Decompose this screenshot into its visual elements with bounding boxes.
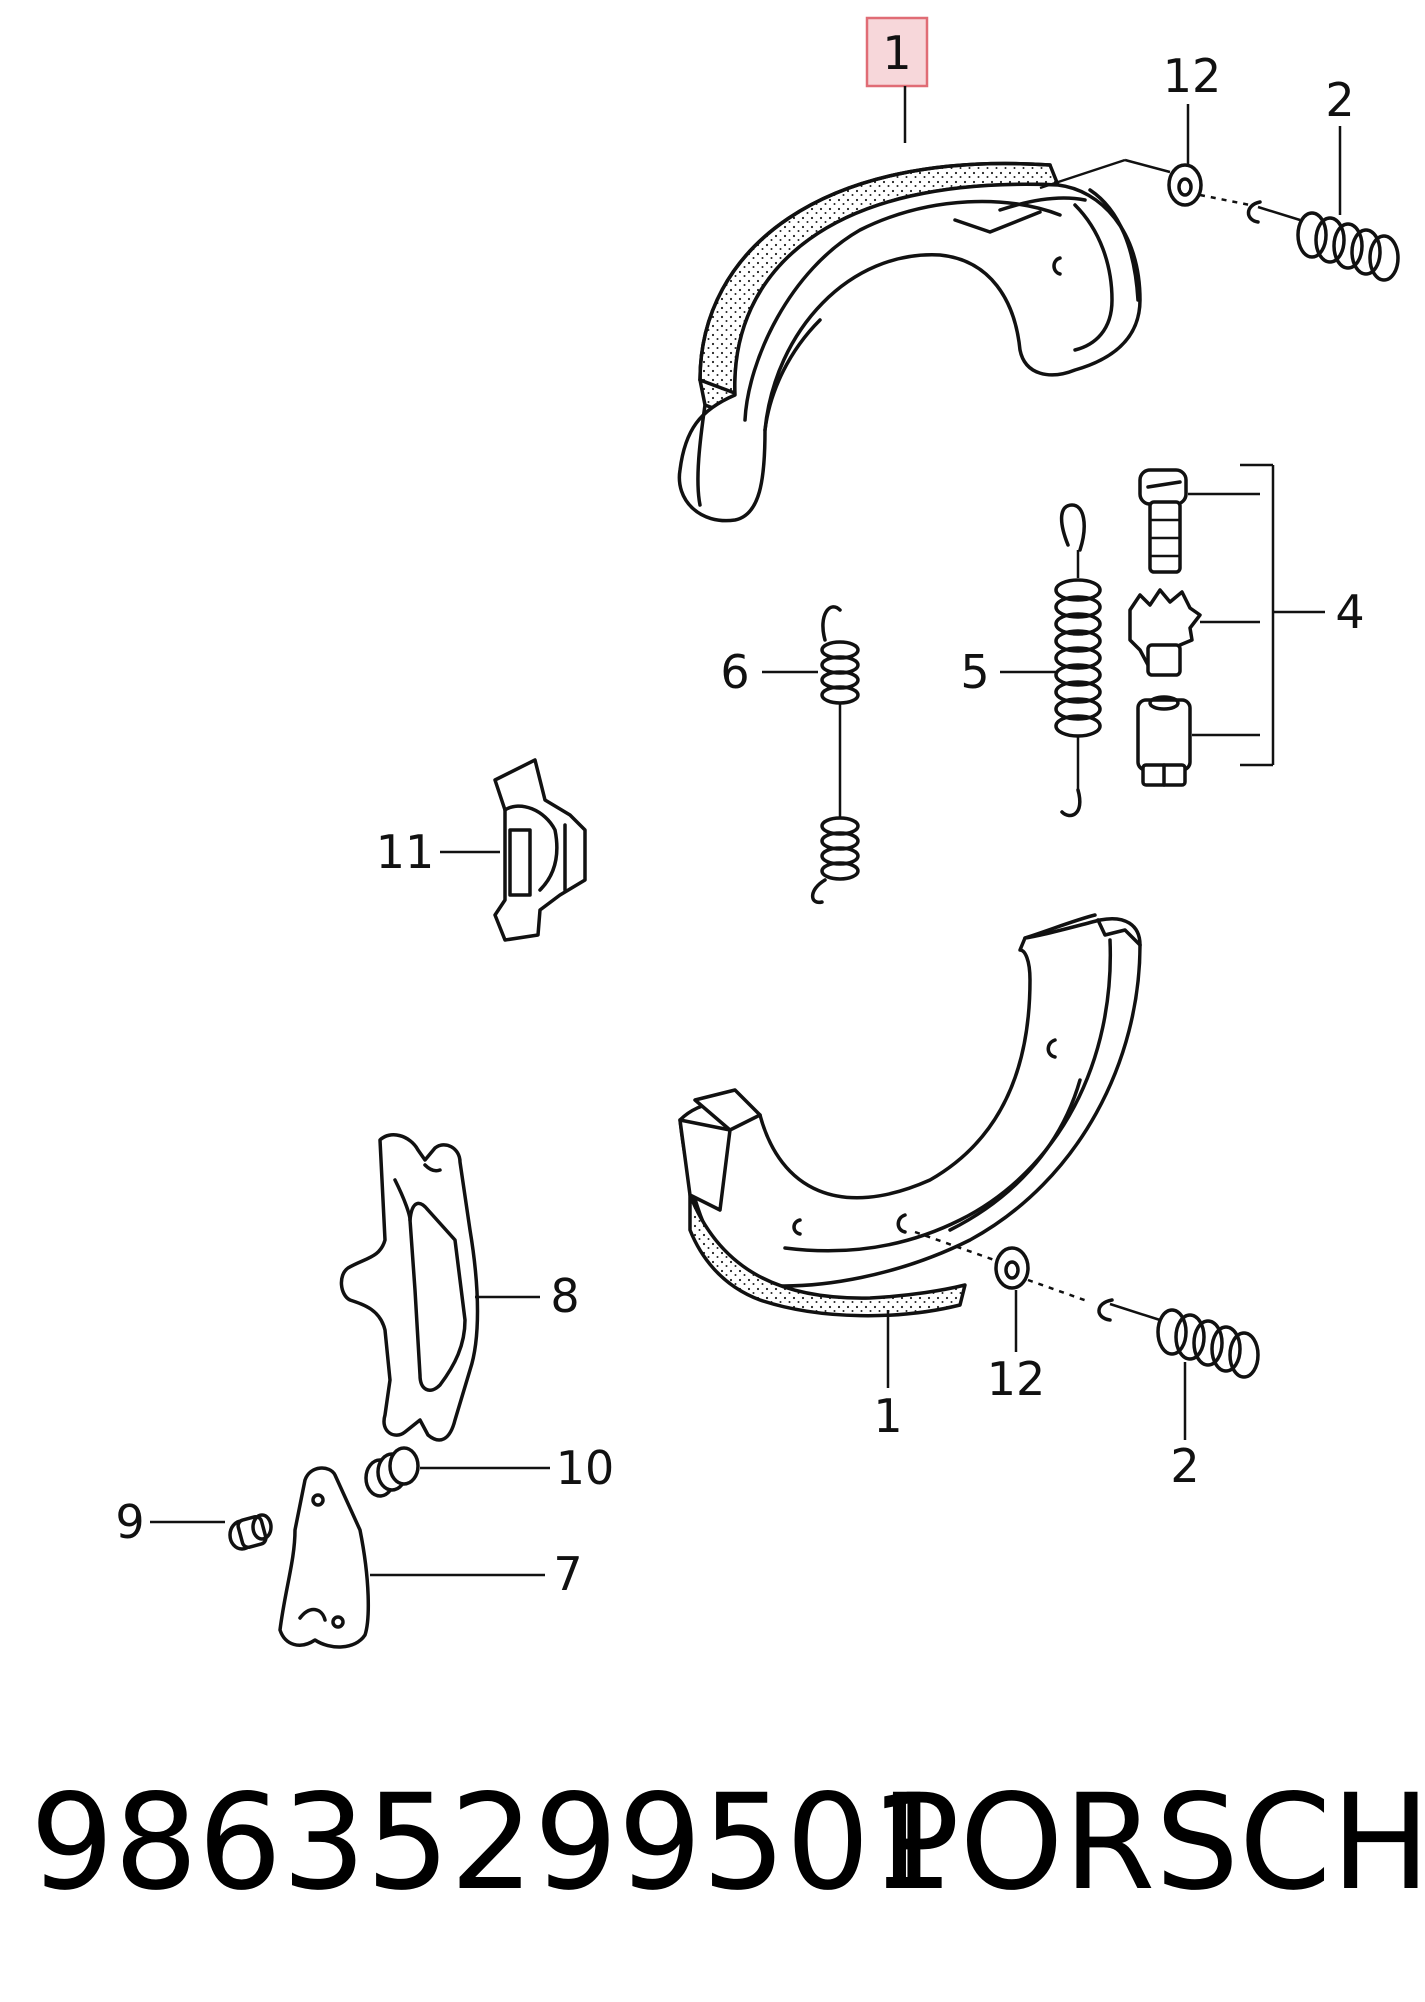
- brake-shoe-bottom: [678, 913, 1142, 1318]
- callout-1-top-label: 1: [882, 26, 911, 80]
- callout-10: 10: [556, 1441, 615, 1495]
- adjuster-lever-plate: [339, 1133, 480, 1442]
- washer-bottom: [914, 1230, 1091, 1304]
- callout-2-top: 2: [1325, 73, 1354, 127]
- callout-9: 9: [115, 1495, 144, 1549]
- callout-2-bottom: 2: [1170, 1439, 1199, 1493]
- callout-8: 8: [550, 1269, 579, 1323]
- washer-top: [1039, 158, 1251, 207]
- callout-12-bottom: 12: [987, 1352, 1046, 1406]
- part-number: 98635299501: [30, 1766, 954, 1920]
- brake-shoe-top: [677, 161, 1142, 523]
- callout-1-bottom: 1: [873, 1389, 902, 1443]
- callout-12-top: 12: [1163, 49, 1222, 103]
- adjuster-assembly: [1128, 463, 1325, 787]
- parking-lever: [278, 1466, 370, 1649]
- callout-7: 7: [553, 1547, 582, 1601]
- return-spring-short: [810, 605, 860, 905]
- callout-1-top-highlight[interactable]: 1: [865, 16, 929, 143]
- spring-pin-bottom: [1097, 1298, 1260, 1379]
- callout-6: 6: [720, 645, 749, 699]
- callout-4: 4: [1335, 585, 1364, 639]
- callout-5: 5: [960, 645, 989, 699]
- callout-11: 11: [376, 825, 435, 879]
- spring-pin-top: [1246, 200, 1400, 282]
- return-spring-long: [1054, 503, 1102, 818]
- sleeve: [364, 1446, 420, 1498]
- retainer-clip: [493, 758, 587, 942]
- small-pin: [228, 1513, 273, 1551]
- brand-name: PORSCHE: [880, 1766, 1425, 1920]
